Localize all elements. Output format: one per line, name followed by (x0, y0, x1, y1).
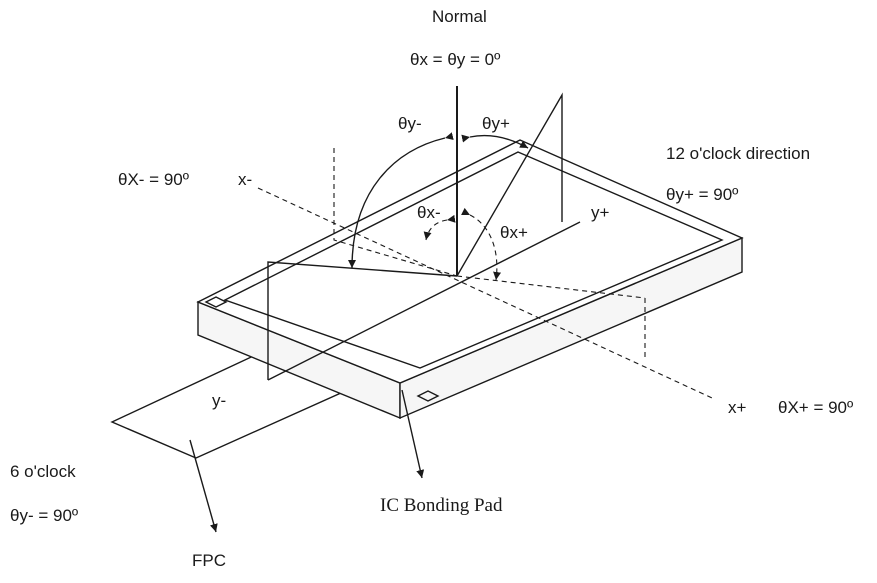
y-minus-label: y- (212, 391, 227, 410)
fpc-arrow (189, 439, 218, 533)
theta-y-minus-label: θy- (398, 114, 422, 133)
theta-y-minus-90-label: θy- = 90º (10, 506, 79, 525)
theta-y-minus-plane (267, 261, 458, 380)
corner-pad-bottom (416, 390, 440, 402)
theta-x-minus-arc (423, 214, 456, 241)
fpc-label: FPC (192, 551, 226, 570)
theta-x-plus-90-label: θX+ = 90º (778, 398, 854, 417)
twelve-oclock-label: 12 o'clock direction (666, 144, 811, 163)
theta-y-plus-90-label: θy+ = 90º (666, 185, 739, 204)
normal-label: Normal (432, 7, 487, 26)
normal-angle-label: θx = θy = 0º (410, 50, 501, 69)
theta-x-minus-projection (333, 148, 458, 277)
six-oclock-label: 6 o'clock (10, 462, 76, 481)
theta-x-minus-90-label: θX- = 90º (118, 170, 189, 189)
theta-x-plus-label: θx+ (500, 223, 528, 242)
theta-y-minus-arc (348, 132, 454, 269)
theta-x-minus-label: θx- (417, 203, 441, 222)
ic-bonding-pad-label: IC Bonding Pad (380, 495, 503, 516)
x-minus-label: x- (238, 170, 253, 189)
x-plus-label: x+ (728, 398, 747, 417)
y-axis-line (267, 221, 581, 381)
ic-bonding-pad-arrow (401, 389, 425, 479)
y-plus-label: y+ (591, 203, 610, 222)
theta-y-plus-label: θy+ (482, 114, 510, 133)
theta-x-plus-arc (461, 207, 502, 281)
theta-y-plus-arc (461, 134, 529, 149)
corner-pad-left (204, 296, 228, 308)
